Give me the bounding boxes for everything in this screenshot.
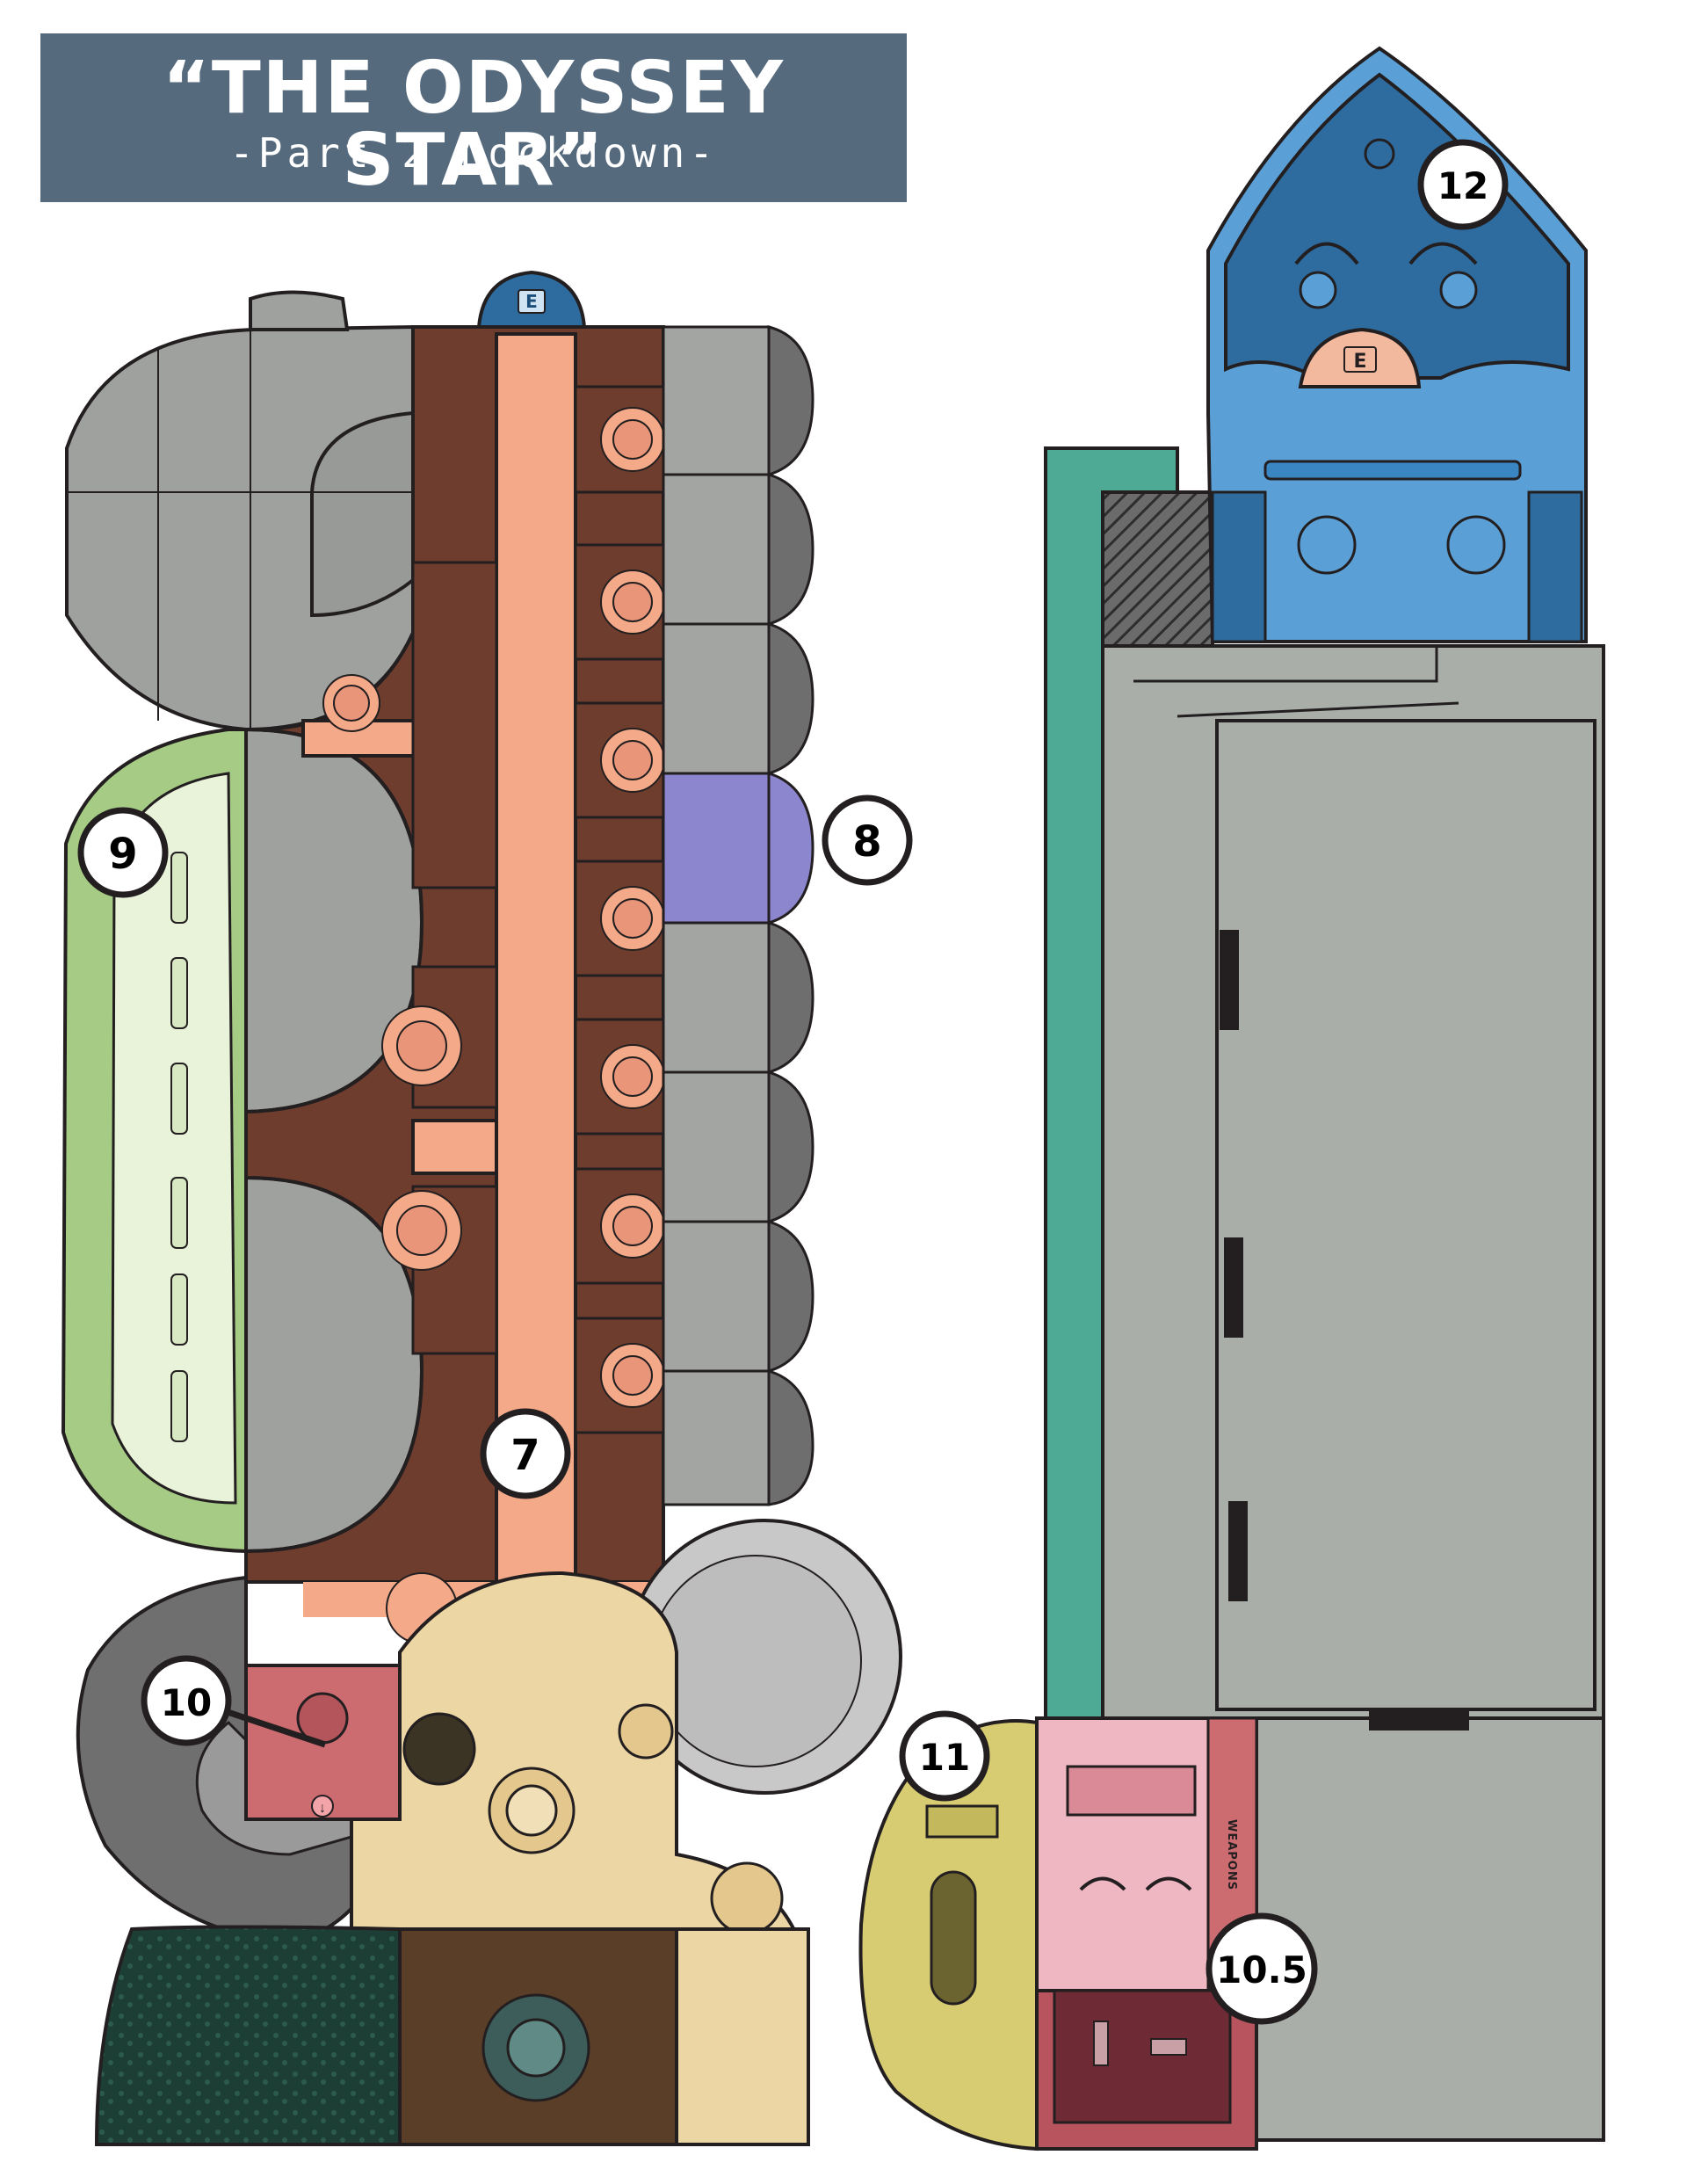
marker-10-label: 10 [161, 1681, 212, 1724]
weapons-label: WEAPONS [1225, 1819, 1238, 1890]
green-bottom-room [94, 1925, 402, 2146]
marker-8[interactable]: 8 [822, 795, 913, 886]
lower-deck [1255, 1716, 1605, 2142]
down-arrow-icon: ↓ [319, 1801, 326, 1816]
marker-11[interactable]: 11 [899, 1710, 990, 1802]
marker-11-label: 11 [919, 1736, 970, 1779]
marker-7[interactable]: 7 [480, 1408, 571, 1499]
marker-8-label: 8 [852, 817, 881, 867]
left-ship: ↓ [61, 270, 902, 2146]
map-title: “THE ODYSSEY STAR” [162, 47, 786, 202]
corridor-spine [495, 332, 577, 1584]
title-banner: “THE ODYSSEY STAR” -Part 2 Lockdown- [40, 33, 907, 202]
marker-12-label: 12 [1437, 164, 1488, 207]
map-subtitle: -Part 2 Lockdown- [229, 129, 718, 177]
elevator-bridge-label: E [1353, 351, 1366, 373]
marker-9[interactable]: 9 [77, 807, 169, 898]
elevator-top-label: E [525, 291, 538, 312]
cabin-stack [662, 325, 815, 1506]
bridge-upper [1224, 72, 1570, 380]
marker-12[interactable]: 12 [1417, 139, 1509, 230]
marker-7-label: 7 [510, 1431, 539, 1480]
marker-9-label: 9 [108, 830, 137, 879]
marker-10-5[interactable]: 10.5 [1206, 1912, 1318, 2025]
green-deck-inner [111, 772, 237, 1505]
hatched-storage [1101, 490, 1214, 648]
marker-10-5-label: 10.5 [1216, 1948, 1307, 1992]
marker-10[interactable]: 10 [141, 1655, 327, 1748]
purple-cabin [662, 772, 771, 925]
gray-tower [249, 290, 350, 331]
